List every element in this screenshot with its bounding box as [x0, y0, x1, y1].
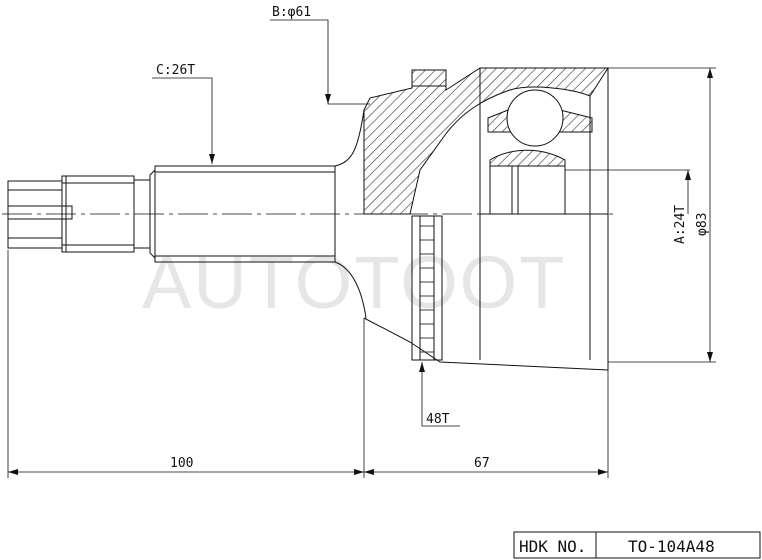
bell-length-label: 67: [474, 456, 490, 471]
title-block: HDK NO. TO-104A48: [513, 531, 761, 559]
inner-spline-label: A:24T: [673, 205, 688, 244]
shaft-end: [7, 168, 156, 260]
shaft-spline-label: C:26T: [156, 63, 195, 78]
bell-housing: [363, 67, 609, 371]
outer-diameter-label: φ83: [695, 213, 710, 236]
shaft-spline-callout: C:26T: [152, 63, 215, 164]
length-dimensions: 100 67: [7, 250, 609, 478]
title-block-label: HDK NO.: [519, 537, 586, 556]
abs-ring: [411, 215, 443, 361]
watermark-text: AUTOTOOT: [142, 241, 566, 324]
right-dimensions: A:24T φ83: [565, 67, 716, 363]
part-number: TO-104A48: [628, 537, 715, 556]
shaft-length-label: 100: [170, 456, 193, 471]
abs-ring-label: 48T: [426, 412, 450, 427]
bearing-callout: B:φ61: [270, 5, 370, 105]
main-shaft: [154, 109, 367, 319]
bearing-label: B:φ61: [272, 5, 311, 20]
abs-ring-callout: 48T: [419, 362, 460, 427]
